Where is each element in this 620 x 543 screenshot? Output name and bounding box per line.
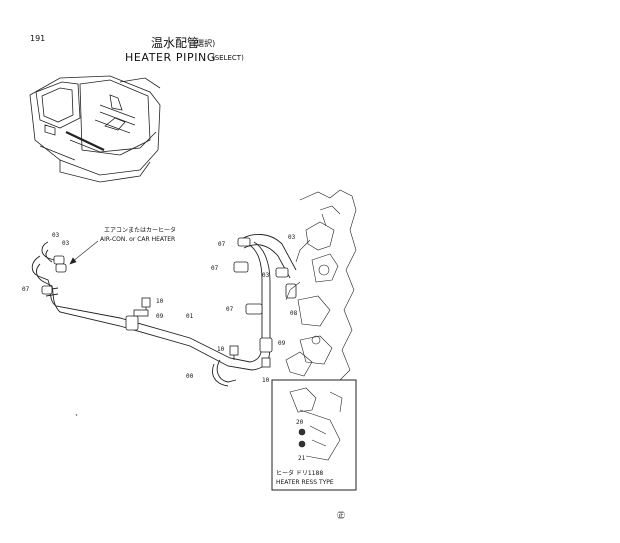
engine-structure-sketch (285, 189, 357, 381)
aircon-note-japanese: エアコンまたはカーヒータ (104, 227, 177, 234)
part-label-01: 01 (186, 313, 194, 320)
page-title-japanese-qualifier: (選択) (193, 39, 216, 48)
part-label-09: 09 (156, 313, 164, 320)
part-label-10: 10 (217, 346, 225, 353)
part-label-08: 08 (290, 310, 298, 317)
inset-heater-less (271, 379, 357, 491)
part-label-07: 07 (218, 241, 226, 248)
note-leader (69, 240, 99, 265)
part-label-07: 07 (226, 306, 234, 313)
page-title-japanese: 温水配管 (151, 36, 200, 50)
excavator-overview-sketch (29, 75, 161, 183)
inset-caption: HEATER RESS TYPE (276, 479, 334, 486)
inset-caption-japanese: ヒータ ドリ1188 (276, 470, 324, 477)
part-label-10: 10 (262, 377, 270, 384)
part-label-21: 21 (298, 455, 306, 462)
part-label-09: 09 (278, 340, 286, 347)
part-label-00: 00 (186, 373, 194, 380)
part-label-07: 07 (22, 286, 30, 293)
aircon-note: AIR-CON. or CAR HEATER (100, 236, 176, 243)
part-label-20: 20 (296, 419, 304, 426)
clamps (41, 237, 297, 368)
part-label-03: 03 (288, 234, 296, 241)
page-title: HEATER PIPING (125, 51, 217, 64)
part-label-03: 03 (52, 232, 60, 239)
part-label-10: 10 (156, 298, 164, 305)
part-label-03: 03 (262, 272, 270, 279)
page-number: 191 (30, 34, 46, 43)
part-label-03: 03 (62, 240, 70, 247)
corner-mark: ㊣ (337, 511, 345, 520)
part-label-07: 07 (211, 265, 219, 272)
heater-hose-main (31, 234, 297, 387)
page-title-qualifier: (SELECT) (212, 54, 244, 62)
